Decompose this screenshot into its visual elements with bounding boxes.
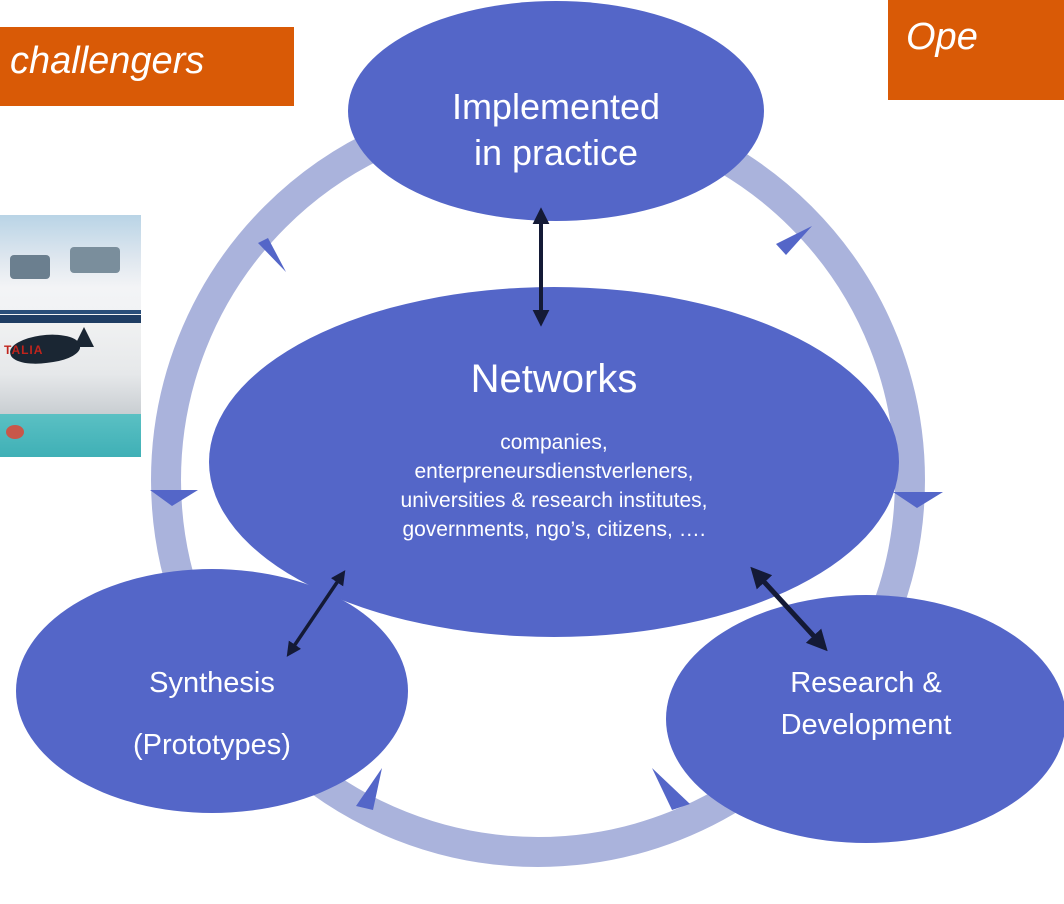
networks-member-line: governments, ngo’s, citizens, …. xyxy=(402,518,706,541)
synthesis-line1: Synthesis xyxy=(149,667,275,699)
implemented-line1: Implemented xyxy=(451,86,661,127)
research-line2: Development xyxy=(780,709,952,741)
cycle-arrowhead xyxy=(258,238,286,272)
implemented-label: Implemented in practice xyxy=(406,84,706,176)
cycle-arrowhead xyxy=(893,492,943,508)
boat-photo: TALIA xyxy=(0,215,141,457)
networks-member-line: enterpreneursdienstverleners, xyxy=(414,460,694,483)
research-label: Research & Development xyxy=(716,662,1016,746)
networks-node xyxy=(209,287,899,637)
dolphin-fin xyxy=(74,327,94,347)
challengers-tag: challengers xyxy=(0,27,294,106)
cycle-arrowhead xyxy=(150,490,198,506)
boat-window xyxy=(10,255,50,279)
challengers-label: challengers xyxy=(10,40,205,82)
cycle-arrowhead xyxy=(356,768,382,810)
open-tag: Ope xyxy=(888,0,1064,100)
cycle-arrowhead xyxy=(652,768,690,810)
networks-member-line: universities & research institutes, xyxy=(400,489,708,512)
link-arrow-left xyxy=(286,570,346,657)
networks-title: Networks xyxy=(470,357,638,401)
research-line1: Research & xyxy=(790,667,942,699)
link-arrow-right xyxy=(750,566,828,652)
implemented-node xyxy=(348,1,764,221)
cycle-arrowhead xyxy=(776,226,812,255)
implemented-line2: in practice xyxy=(473,132,639,173)
research-node xyxy=(666,595,1064,843)
boat-window xyxy=(70,247,120,273)
swimmer xyxy=(6,425,24,439)
synthesis-line2: (Prototypes) xyxy=(133,729,291,761)
boat-stripe xyxy=(0,315,141,323)
synthesis-label: Synthesis (Prototypes) xyxy=(62,652,362,776)
open-label: Ope xyxy=(906,16,978,58)
networks-members: companies, enterpreneursdienstverleners,… xyxy=(304,428,804,544)
hull-lettering: TALIA xyxy=(4,343,44,357)
networks-member-line: companies, xyxy=(500,431,608,454)
